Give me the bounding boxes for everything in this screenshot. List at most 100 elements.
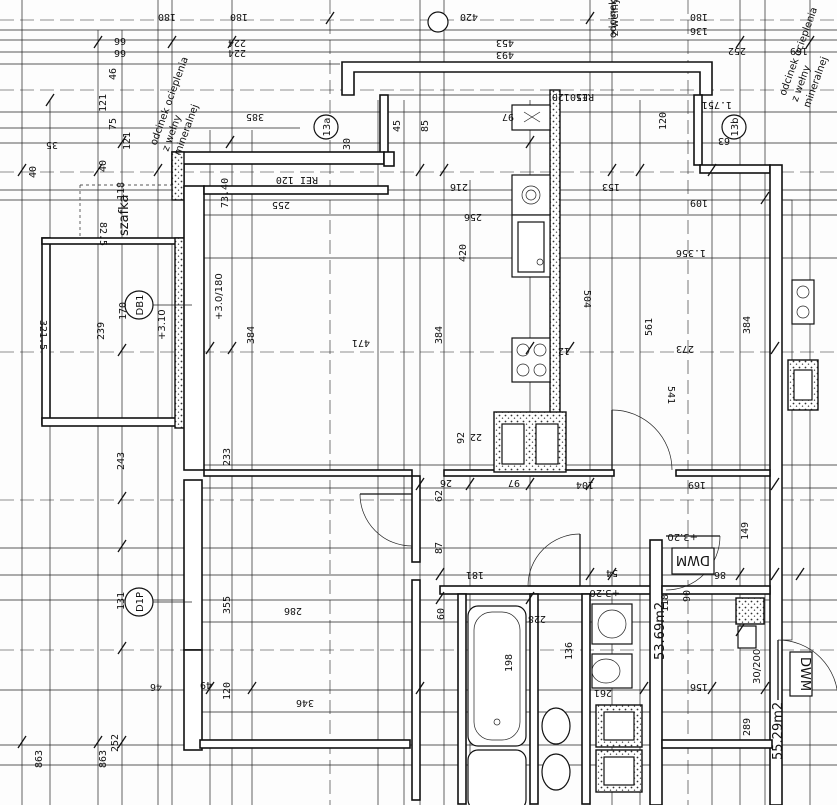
dim-left-8: 863 <box>98 750 109 768</box>
dim-inner-4: 504 <box>581 290 592 308</box>
dim-inner-23: 156 <box>690 681 708 692</box>
dim-inner-36: 149 <box>740 522 751 540</box>
dim-top-2: 180 <box>230 11 248 22</box>
dim-top-9: 493 <box>496 49 514 60</box>
dim-inner-45: 12 <box>558 345 570 356</box>
circle-tags: DB1 D1P 13a 13b <box>124 11 747 617</box>
dim-top-4: 224 <box>228 47 246 58</box>
dim-top-15: 121 <box>98 94 109 112</box>
dimension-ticks <box>17 11 815 749</box>
dim-top-11: 136 <box>690 25 708 36</box>
tag-13a: 13a <box>322 118 333 137</box>
dim-top-3: 224 <box>228 37 246 48</box>
dims-inner: 384 384 384 504 420 233 355 286 346 471 … <box>150 99 753 736</box>
dim-inner-28: 181 <box>466 569 484 580</box>
dim-inner-46: 30 <box>342 138 353 150</box>
window-tag-db1: DB1 <box>135 295 146 316</box>
dim-inner-37: 54 <box>606 567 618 578</box>
dim-left-9: 131 <box>116 592 127 610</box>
dim-top-14: 46 <box>108 68 119 80</box>
dim-inner-7: 355 <box>222 596 233 614</box>
dim-top-10: 180 <box>690 11 708 22</box>
dim-top-5: 66 <box>114 35 126 46</box>
dim-top-6: 66 <box>114 47 126 58</box>
dim-inner-21: 120 <box>222 682 233 700</box>
ratio-label: 30/200 <box>752 649 763 684</box>
bay-window-top <box>341 61 713 166</box>
dim-inner-34: 104 <box>576 479 594 490</box>
bathroom-fixtures <box>467 603 757 805</box>
insulation-top-2: z wełny <box>610 0 621 36</box>
rei-top-label: REI 120 <box>276 174 318 185</box>
dwm-center-label: DWM <box>676 552 710 567</box>
dim-inner-16: 153 <box>602 181 620 192</box>
dim-inner-40: 86 <box>714 569 726 580</box>
dim-top-21: 385 <box>246 111 264 122</box>
dim-inner-24: 261 <box>594 687 612 698</box>
level-c: +3.20 <box>589 587 620 598</box>
area-right: 55.29m2 <box>771 702 786 760</box>
dim-inner-5: 420 <box>458 244 469 262</box>
dim-inner-26: 136 <box>564 642 575 660</box>
dim-inner-14: 256 <box>464 211 482 222</box>
dim-inner-18: 561 <box>644 318 655 336</box>
dim-top-7: 420 <box>460 11 478 22</box>
dim-inner-47: 73.40 <box>220 178 231 208</box>
dim-inner-8: 286 <box>284 605 302 616</box>
dim-inner-33: 97 <box>508 477 520 488</box>
dim-left-5: 82.5 <box>97 222 108 246</box>
dwm-boxes: DWM DWM <box>671 547 813 697</box>
dim-inner-30: 62 <box>434 490 445 502</box>
level-markers: +3.10 +3.0/180 +3.20 +3.20 53.69m2 55.29… <box>157 273 786 760</box>
dim-left-7: 863 <box>34 750 45 768</box>
dim-inner-49: 45 <box>392 120 403 132</box>
dim-inner-38: 118 <box>660 594 671 612</box>
dim-inner-44: 22 <box>470 431 482 442</box>
dims-top: 180 180 224 224 66 66 420 453 493 180 13… <box>28 11 808 178</box>
dim-inner-11: 273 <box>676 343 694 354</box>
dim-inner-41: 60 <box>436 608 447 620</box>
dim-inner-48: 85 <box>420 120 431 132</box>
dim-inner-19: 541 <box>665 386 676 404</box>
dim-inner-10: 471 <box>352 337 370 348</box>
dim-top-12: 252 <box>728 45 746 56</box>
dim-inner-17: 109 <box>690 197 708 208</box>
dim-left-6: 243 <box>116 452 127 470</box>
dim-inner-13: 255 <box>272 199 290 210</box>
dim-left-10: 252 <box>110 734 121 752</box>
dim-inner-1: 384 <box>246 326 257 344</box>
dim-inner-32: 26 <box>440 477 452 488</box>
dim-inner-9: 346 <box>296 697 314 708</box>
dim-inner-29: 87 <box>434 542 445 554</box>
dim-inner-39: 90 <box>682 590 693 602</box>
level-b: +3.20 <box>667 531 698 542</box>
level-d: +3.0/180 <box>214 273 225 320</box>
dim-top-18: 40 <box>28 166 39 178</box>
dim-inner-52: 1.751 <box>702 99 732 110</box>
dim-inner-20: 120 <box>658 112 669 130</box>
dim-top-17: 121 <box>122 132 133 150</box>
dim-inner-12: 1.356 <box>676 247 706 258</box>
dim-inner-43: 49 <box>200 679 212 690</box>
cabinet-label: szafka <box>117 195 132 236</box>
window-tag-d1p: D1P <box>135 592 146 612</box>
walls <box>171 89 793 805</box>
dim-inner-15: 216 <box>450 181 468 192</box>
dim-inner-50: 97 <box>502 111 514 122</box>
tag-13b: 13b <box>730 117 741 136</box>
dim-top-19: 40 <box>98 160 109 172</box>
dims-left: 321.5 239 170 118 82.5 243 863 863 131 2… <box>34 182 129 768</box>
dim-inner-25: 198 <box>504 654 515 672</box>
dim-inner-6: 233 <box>222 448 233 466</box>
dim-inner-22: 289 <box>742 718 753 736</box>
dim-inner-42: 46 <box>150 681 162 692</box>
dim-inner-27: 228 <box>528 613 546 624</box>
insulation-top-1: odcinek <box>608 0 619 38</box>
dim-inner-2: 384 <box>434 326 445 344</box>
level-a: +3.10 <box>157 309 168 340</box>
dim-inner-31: 92 <box>456 432 467 444</box>
dim-top-8: 453 <box>496 37 514 48</box>
dim-top-1: 180 <box>158 11 176 22</box>
dwm-right-label: DWM <box>797 657 812 691</box>
